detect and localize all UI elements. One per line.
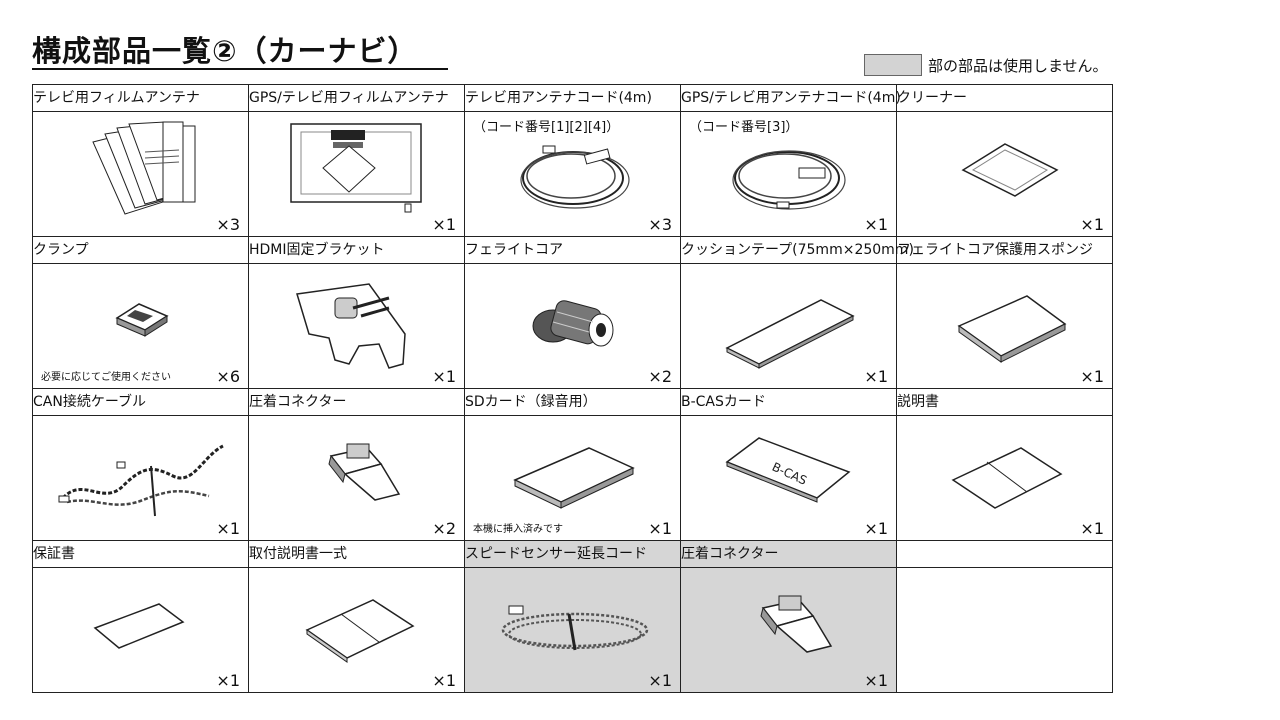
part-cell: ×1 <box>896 263 1113 389</box>
part-quantity: ×1 <box>864 671 888 690</box>
hdmi-bracket-icon <box>296 283 406 369</box>
part-quantity: ×3 <box>216 215 240 234</box>
part-label: フェライトコア保護用スポンジ <box>896 236 1113 264</box>
part-label: HDMI固定ブラケット <box>248 236 465 264</box>
part-cell: （コード番号[3]） ×1 <box>680 111 897 237</box>
part-cell: ×3 <box>32 111 249 237</box>
part-quantity: ×1 <box>216 671 240 690</box>
part-label: GPS/テレビ用フィルムアンテナ <box>248 84 465 112</box>
part-cell: ×1 <box>248 111 465 237</box>
part-quantity: ×1 <box>864 519 888 538</box>
part-cell: ×2 <box>248 415 465 541</box>
part-quantity: ×1 <box>1080 367 1104 386</box>
part-cell: ×2 <box>464 263 681 389</box>
sponge-icon <box>957 295 1067 363</box>
part-cell: ×1 <box>464 567 681 693</box>
part-note: 必要に応じてご使用ください <box>41 372 171 383</box>
part-label: 保証書 <box>32 540 249 568</box>
crimp-connector-icon <box>328 443 401 501</box>
part-quantity: ×1 <box>1080 215 1104 234</box>
part-cell: ×1 <box>680 263 897 389</box>
part-cell: ×1 <box>896 415 1113 541</box>
part-cell: ×1 <box>896 111 1113 237</box>
part-cell: ×1 <box>248 263 465 389</box>
warranty-icon <box>93 603 185 649</box>
crimp-connector-icon <box>760 595 833 653</box>
sd-card-icon <box>513 447 635 509</box>
manual-icon <box>951 447 1063 509</box>
part-quantity: ×3 <box>648 215 672 234</box>
part-cell: B-CAS ×1 <box>680 415 897 541</box>
gps-film-antenna-icon <box>290 123 422 213</box>
part-label: テレビ用フィルムアンテナ <box>32 84 249 112</box>
part-cell: ×1 <box>680 567 897 693</box>
part-quantity: ×1 <box>432 215 456 234</box>
legend: 部の部品は使用しません。 <box>864 54 1108 76</box>
legend-text: 部の部品は使用しません。 <box>928 56 1108 75</box>
speed-sensor-cord-icon <box>501 605 649 651</box>
part-quantity: ×1 <box>216 519 240 538</box>
image-row: ×3 ×1 （コード番号[1][2][4]） ×3 （コード番号[3]） ×1 ×1 <box>32 111 1113 237</box>
part-label: テレビ用アンテナコード(4m) <box>464 84 681 112</box>
antenna-cord-icon <box>520 145 630 209</box>
part-cell <box>896 567 1113 693</box>
label-row: 保証書取付説明書一式スピードセンサー延長コード圧着コネクター <box>32 540 1113 568</box>
part-label: 圧着コネクター <box>248 388 465 416</box>
part-subtitle: （コード番号[1][2][4]） <box>473 120 620 135</box>
film-antenna-icon <box>92 121 196 215</box>
part-label: 圧着コネクター <box>680 540 897 568</box>
part-label: CAN接続ケーブル <box>32 388 249 416</box>
part-label: 取付説明書一式 <box>248 540 465 568</box>
part-cell: 本機に挿入済みです ×1 <box>464 415 681 541</box>
part-quantity: ×1 <box>648 519 672 538</box>
part-quantity: ×1 <box>864 367 888 386</box>
image-row: 必要に応じてご使用ください ×6 ×1 ×2 ×1 ×1 <box>32 263 1113 389</box>
part-quantity: ×1 <box>432 367 456 386</box>
part-label: B-CASカード <box>680 388 897 416</box>
cushion-tape-icon <box>725 299 855 369</box>
part-cell: ×1 <box>32 567 249 693</box>
part-cell: （コード番号[1][2][4]） ×3 <box>464 111 681 237</box>
part-label: クランプ <box>32 236 249 264</box>
part-label: SDカード（録音用） <box>464 388 681 416</box>
part-label: スピードセンサー延長コード <box>464 540 681 568</box>
part-quantity: ×2 <box>432 519 456 538</box>
cleaner-icon <box>961 143 1059 197</box>
part-label: フェライトコア <box>464 236 681 264</box>
ferrite-core-icon <box>532 300 614 347</box>
part-label <box>896 540 1113 568</box>
bcas-card-icon: B-CAS <box>725 437 851 503</box>
part-cell: ×1 <box>248 567 465 693</box>
part-quantity: ×6 <box>216 367 240 386</box>
clamp-icon <box>115 303 169 337</box>
part-cell: ×1 <box>32 415 249 541</box>
legend-swatch <box>864 54 922 76</box>
part-quantity: ×2 <box>648 367 672 386</box>
part-quantity: ×1 <box>648 671 672 690</box>
part-label: クリーナー <box>896 84 1113 112</box>
gps-antenna-cord-icon <box>732 150 846 210</box>
part-label: 説明書 <box>896 388 1113 416</box>
image-row: ×1 ×1 ×1 ×1 <box>32 567 1113 693</box>
part-label: クッションテープ(75mm×250mm) <box>680 236 914 264</box>
part-note: 本機に挿入済みです <box>473 524 563 535</box>
image-row: ×1 ×2 本機に挿入済みです ×1 B-CAS ×1 ×1 <box>32 415 1113 541</box>
page-title: 構成部品一覧②（カーナビ） <box>32 34 448 70</box>
part-cell: 必要に応じてご使用ください ×6 <box>32 263 249 389</box>
part-label: GPS/テレビ用アンテナコード(4m) <box>680 84 901 112</box>
install-manual-icon <box>305 599 415 663</box>
part-quantity: ×1 <box>1080 519 1104 538</box>
part-quantity: ×1 <box>432 671 456 690</box>
part-quantity: ×1 <box>864 215 888 234</box>
part-subtitle: （コード番号[3]） <box>689 120 799 135</box>
can-cable-icon <box>58 444 224 517</box>
